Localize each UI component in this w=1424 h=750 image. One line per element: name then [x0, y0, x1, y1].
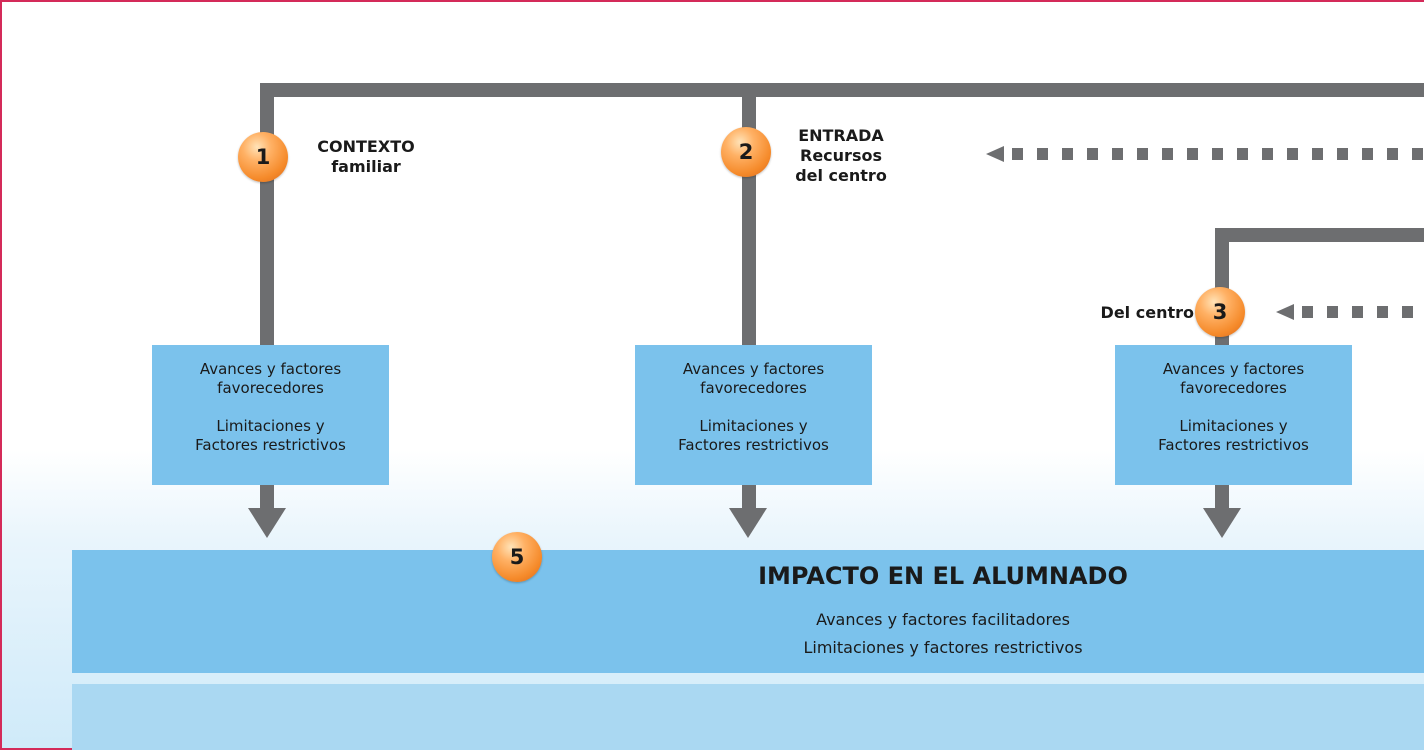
label-2-line-1: ENTRADA [798, 126, 884, 145]
impact-line-2: Limitaciones y factores restrictivos [803, 638, 1083, 657]
dashed-line-2 [1302, 306, 1413, 318]
arrow-left-1 [986, 146, 1004, 162]
arrow-left-2 [1276, 304, 1294, 320]
factor-box-3-line-2: favorecedores [1180, 379, 1287, 397]
factor-box-2-line-4: Factores restrictivos [678, 436, 829, 454]
lower-band [72, 684, 1424, 750]
label-entrada-recursos: ENTRADA Recursos del centro [782, 126, 900, 186]
factor-box-3: Avances y factores favorecedores Limitac… [1115, 345, 1352, 485]
connector-2-upper [742, 83, 756, 345]
connector-1-upper [260, 83, 274, 345]
factor-box-3-line-1: Avances y factores [1162, 360, 1305, 378]
dashed-line-1 [1012, 148, 1423, 160]
factor-box-1: Avances y factores favorecedores Limitac… [152, 345, 389, 485]
label-2-line-3: del centro [795, 166, 887, 185]
factor-box-2: Avances y factores favorecedores Limitac… [635, 345, 872, 485]
connector-3-top [1215, 228, 1424, 242]
factor-box-3-line-4: Factores restrictivos [1158, 436, 1309, 454]
factor-box-2-line-2: favorecedores [700, 379, 807, 397]
factor-box-2-line-1: Avances y factores [682, 360, 825, 378]
badge-2: 2 [721, 127, 771, 177]
factor-box-1-line-4: Factores restrictivos [195, 436, 346, 454]
label-del-centro: Del centro [1094, 303, 1194, 323]
label-1-line-2: familiar [331, 157, 401, 176]
factor-box-1-line-2: favorecedores [217, 379, 324, 397]
label-3-line-1: Del centro [1100, 303, 1194, 322]
impact-panel: IMPACTO EN EL ALUMNADO Avances y factore… [72, 550, 1424, 673]
impact-title: IMPACTO EN EL ALUMNADO [758, 562, 1128, 590]
factor-box-2-line-3: Limitaciones y [699, 417, 808, 435]
arrow-down-1 [248, 508, 286, 538]
top-connector-bar [260, 83, 1424, 97]
factor-box-1-line-3: Limitaciones y [216, 417, 325, 435]
badge-1: 1 [238, 132, 288, 182]
arrow-down-3 [1203, 508, 1241, 538]
label-1-line-1: CONTEXTO [317, 137, 415, 156]
badge-3: 3 [1195, 287, 1245, 337]
badge-5: 5 [492, 532, 542, 582]
arrow-down-2 [729, 508, 767, 538]
factor-box-1-line-1: Avances y factores [199, 360, 342, 378]
label-contexto-familiar: CONTEXTO familiar [306, 137, 426, 177]
impact-line-1: Avances y factores facilitadores [816, 610, 1070, 629]
label-2-line-2: Recursos [800, 146, 882, 165]
factor-box-3-line-3: Limitaciones y [1179, 417, 1288, 435]
